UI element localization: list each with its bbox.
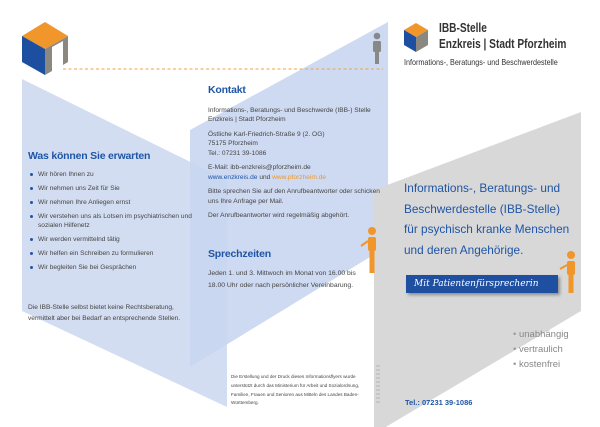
hours-section: Sprechzeiten Jeden 1. und 3. Mittwoch im… [208,248,358,292]
brand-line2: Enzkreis | Stadt Pforzheim [439,36,567,51]
brand-header: IBB-Stelle Enzkreis | Stadt Pforzheim [439,20,594,52]
left-panel [22,79,227,407]
contact-section: Kontakt Informations-, Beratungs- und Be… [208,84,388,226]
hero-line: Informations-, Beratungs- und [404,181,561,195]
right-panel [374,112,581,427]
hero-line: für psychisch kranke Menschen [404,222,570,236]
brand-line1: IBB-Stelle [439,20,487,35]
hero-line: Beschwerdestelle (IBB-Stelle) [404,201,561,216]
feature-item: kostenfrei [513,357,569,372]
middle-panel [190,22,388,367]
contact-title: Kontakt [208,84,246,96]
contact-street: Östliche Karl-Friedrich-Straße 9 (2. OG) [208,130,325,138]
contact-org2: Enzkreis | Stadt Pforzheim [208,116,286,123]
link-separator: und [257,173,273,181]
expect-note: Die IBB-Stelle selbst bietet keine Recht… [28,304,181,322]
cube-logo-icon [22,22,68,75]
link-pforzheim[interactable]: www.pforzheim.de [272,173,327,181]
list-item: Wir nehmen Ihre Anliegen ernst [28,198,193,207]
brand-subtitle: Informations-, Beratungs- und Beschwerde… [404,58,558,67]
list-item: Wir werden vermittelnd tätig [28,235,193,244]
contact-city: 75175 Pforzheim [208,140,258,147]
feature-item: vertraulich [513,342,569,357]
person-orange-icon-2 [559,251,575,293]
expect-title: Was können Sie erwarten [28,150,151,162]
list-item: Wir begleiten Sie bei Gesprächen [28,263,193,272]
hours-text: Jeden 1. und 3. Mittwoch im Monat von 16… [208,270,356,289]
person-gray-icon [373,32,381,64]
list-item: Wir nehmen uns Zeit für Sie [28,184,193,193]
list-item: Wir verstehen uns als Lotsen im psychiat… [28,212,193,230]
contact-org1: Informations-, Beratungs- und Beschwerde… [208,106,371,114]
contact-note2: Der Anrufbeantworter wird regelmäßig abg… [208,212,350,219]
footer-tel: Tel.: 07231 39-1086 [405,398,473,407]
link-enzkreis[interactable]: www.enzkreis.de [208,173,258,181]
funding-note: Die Erstellung und der Druck dieses Info… [231,374,360,406]
list-item: Wir hören Ihnen zu [28,170,193,179]
hero-line: und deren Angehörige. [404,242,524,257]
features-list: unabhängig vertraulich kostenfrei [513,327,569,372]
expect-list: Wir hören Ihnen zu Wir nehmen uns Zeit f… [28,170,193,272]
feature-item: unabhängig [513,327,569,342]
list-item: Wir helfen ein Schreiben zu formulieren [28,249,193,258]
contact-tel: Tel.: 07231 39-1086 [208,149,267,157]
hero-text: Informations-, Beratungs- und Beschwerde… [404,178,569,260]
hours-title: Sprechzeiten [208,248,271,260]
contact-email[interactable]: E-Mail: ibb-enzkreis@pforzheim.de [208,164,311,171]
patient-advocate-badge: Mit Patientenfürsprecherin [406,275,558,293]
expect-section: Was können Sie erwarten Wir hören Ihnen … [28,150,193,277]
contact-note1: Bitte sprechen Sie auf den Anrufbeantwor… [208,188,380,205]
vertical-credit [376,365,380,405]
brand-cube-icon [404,23,428,52]
person-orange-icon [360,227,376,273]
